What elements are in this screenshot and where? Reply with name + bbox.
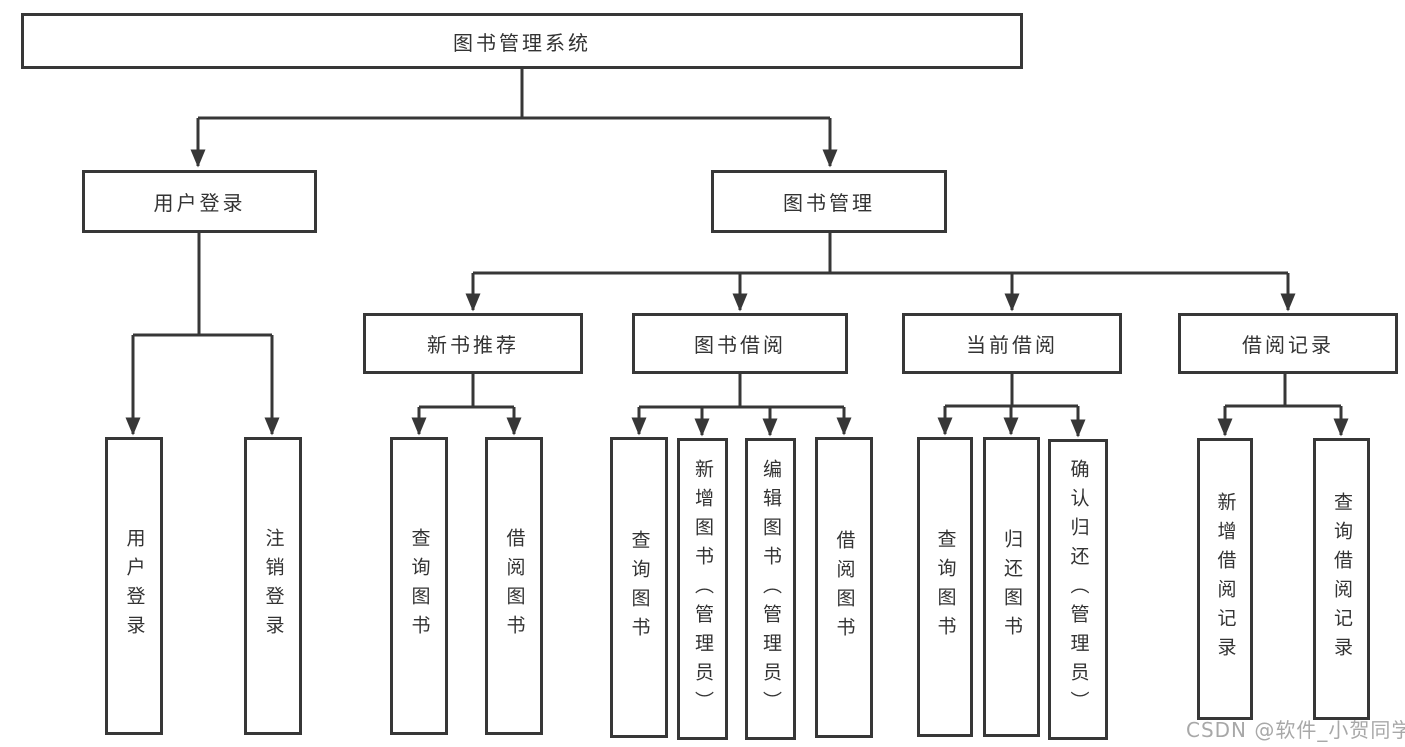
leaf-user-login: 用户登录 [105, 437, 163, 735]
leaf-newbooks-query: 查询图书 [390, 437, 448, 735]
connector-current-branch [937, 374, 1086, 438]
leaf-borrow-edit-label: 编辑图书（管理员） [760, 458, 782, 720]
connector-borrow-branch [631, 374, 852, 437]
leaf-current-query: 查询图书 [917, 437, 973, 737]
leaf-current-return-label: 归还图书 [1001, 529, 1023, 645]
node-book-borrow-label: 图书借阅 [694, 333, 786, 357]
leaf-newbooks-query-label: 查询图书 [408, 528, 431, 644]
leaf-borrow-add: 新增图书（管理员） [677, 438, 728, 740]
leaf-current-return: 归还图书 [983, 437, 1040, 737]
node-root: 图书管理系统 [21, 13, 1023, 69]
leaf-borrow-borrow-label: 借阅图书 [833, 529, 856, 646]
connector-newbooks-branch [411, 374, 522, 436]
leaf-borrow-borrow: 借阅图书 [815, 437, 873, 738]
node-current-borrow: 当前借阅 [902, 313, 1122, 374]
node-current-borrow-label: 当前借阅 [966, 333, 1058, 357]
leaf-current-confirm: 确认归还（管理员） [1048, 439, 1108, 740]
leaf-records-add-label: 新增借阅记录 [1214, 492, 1237, 666]
node-user-login: 用户登录 [82, 170, 317, 233]
connector-root-branch [190, 69, 838, 168]
node-borrow-records: 借阅记录 [1178, 313, 1398, 374]
leaf-user-logout: 注销登录 [244, 437, 302, 735]
leaf-user-login-label: 用户登录 [123, 528, 146, 644]
node-new-books-label: 新书推荐 [427, 333, 519, 357]
leaf-borrow-query: 查询图书 [610, 437, 668, 738]
leaf-current-confirm-label: 确认归还（管理员） [1067, 459, 1090, 720]
leaf-records-query: 查询借阅记录 [1313, 438, 1370, 720]
node-user-login-label: 用户登录 [153, 191, 246, 215]
leaf-newbooks-borrow-label: 借阅图书 [503, 528, 526, 644]
leaf-borrow-query-label: 查询图书 [628, 529, 651, 646]
connector-user-branch [125, 233, 280, 436]
leaf-borrow-edit: 编辑图书（管理员） [745, 438, 796, 740]
leaf-current-query-label: 查询图书 [934, 529, 957, 645]
leaf-records-add: 新增借阅记录 [1197, 438, 1253, 720]
leaf-user-logout-label: 注销登录 [262, 528, 285, 644]
node-borrow-records-label: 借阅记录 [1242, 333, 1334, 357]
leaf-records-query-label: 查询借阅记录 [1331, 492, 1353, 666]
node-book-mgmt: 图书管理 [711, 170, 947, 233]
node-book-mgmt-label: 图书管理 [783, 191, 875, 215]
connector-bookmgmt-branch [465, 233, 1296, 312]
connector-records-branch [1217, 374, 1349, 437]
csdn-watermark: CSDN @软件_小贺同学 [1186, 718, 1405, 742]
node-root-label: 图书管理系统 [453, 30, 591, 55]
leaf-newbooks-borrow: 借阅图书 [485, 437, 543, 735]
node-book-borrow: 图书借阅 [632, 313, 848, 374]
node-new-books: 新书推荐 [363, 313, 583, 374]
leaf-borrow-add-label: 新增图书（管理员） [692, 458, 714, 720]
